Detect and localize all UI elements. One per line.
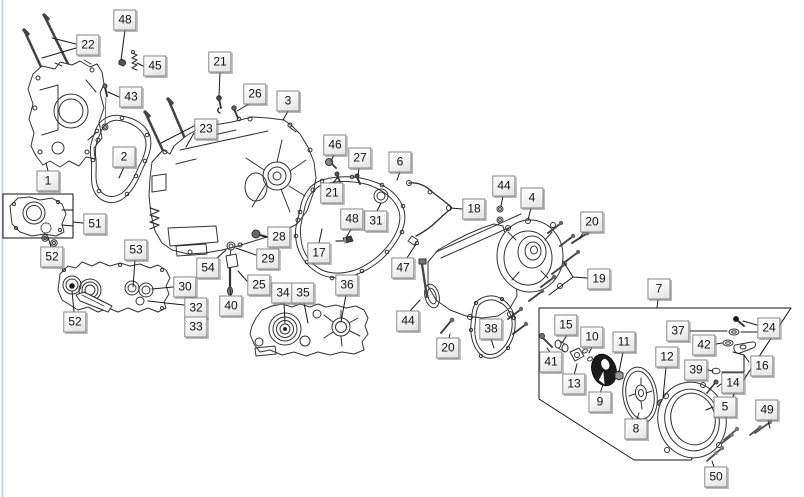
callout-7[interactable]: 7 (647, 278, 671, 300)
callout-45[interactable]: 45 (143, 55, 167, 77)
small-fasteners-art (101, 50, 361, 244)
callout-38[interactable]: 38 (479, 318, 503, 340)
callout-21[interactable]: 21 (208, 51, 232, 73)
callout-11[interactable]: 11 (612, 331, 636, 353)
callout-54[interactable]: 54 (196, 257, 220, 279)
callout-24[interactable]: 24 (757, 317, 781, 339)
callout-30[interactable]: 30 (173, 276, 197, 298)
callout-46[interactable]: 46 (323, 134, 347, 156)
leader-lines (41, 29, 771, 468)
callout-36[interactable]: 36 (335, 274, 359, 296)
callout-41[interactable]: 41 (539, 351, 563, 373)
callout-19[interactable]: 19 (587, 268, 611, 290)
callout-33[interactable]: 33 (184, 316, 208, 338)
callout-48[interactable]: 48 (113, 9, 137, 31)
callout-32[interactable]: 32 (184, 297, 208, 319)
callout-20[interactable]: 20 (436, 337, 460, 359)
right-crankcase-half-art (148, 116, 317, 257)
callout-14[interactable]: 14 (721, 372, 745, 394)
clutch-gasket-art (293, 174, 406, 281)
callout-5[interactable]: 5 (713, 396, 737, 418)
callout-15[interactable]: 15 (554, 314, 578, 336)
callout-1[interactable]: 1 (36, 170, 60, 192)
callout-48[interactable]: 48 (340, 208, 364, 230)
callout-44[interactable]: 44 (396, 310, 420, 332)
callout-42[interactable]: 42 (692, 334, 716, 356)
breather-pipe-art (406, 180, 452, 246)
cover-bolts-art (418, 205, 590, 335)
callout-50[interactable]: 50 (704, 466, 728, 488)
callout-25[interactable]: 25 (247, 274, 271, 296)
callout-53[interactable]: 53 (124, 239, 148, 261)
callout-49[interactable]: 49 (755, 399, 779, 421)
recoil-starter-parts-art (539, 316, 773, 462)
callout-37[interactable]: 37 (666, 320, 690, 342)
callout-31[interactable]: 31 (364, 210, 388, 232)
callout-13[interactable]: 13 (562, 373, 586, 395)
callout-29[interactable]: 29 (256, 248, 280, 270)
callout-51[interactable]: 51 (83, 213, 107, 235)
center-gasket-art (89, 114, 152, 204)
callout-40[interactable]: 40 (219, 295, 243, 317)
small-gasket-art (468, 295, 517, 359)
starter-group-outline (538, 307, 792, 461)
callout-17[interactable]: 17 (307, 242, 331, 264)
callout-12[interactable]: 12 (655, 346, 679, 368)
callout-47[interactable]: 47 (391, 257, 415, 279)
callout-35[interactable]: 35 (291, 282, 315, 304)
callout-26[interactable]: 26 (243, 83, 267, 105)
callout-44[interactable]: 44 (492, 175, 516, 197)
callout-28[interactable]: 28 (267, 226, 291, 248)
callout-27[interactable]: 27 (348, 147, 372, 169)
callout-52[interactable]: 52 (63, 311, 87, 333)
cvt-cover-art (424, 213, 564, 320)
callout-2[interactable]: 2 (112, 146, 136, 168)
callout-21[interactable]: 21 (320, 182, 344, 204)
callout-4[interactable]: 4 (520, 187, 544, 209)
callout-10[interactable]: 10 (580, 326, 604, 348)
callout-23[interactable]: 23 (194, 118, 218, 140)
dipstick-art (225, 241, 239, 296)
callout-34[interactable]: 34 (271, 282, 295, 304)
callout-43[interactable]: 43 (119, 86, 143, 108)
gearbox-half-art (57, 261, 171, 313)
callout-8[interactable]: 8 (624, 418, 648, 440)
callout-52[interactable]: 52 (40, 246, 64, 268)
callout-22[interactable]: 22 (76, 34, 100, 56)
callout-3[interactable]: 3 (276, 90, 300, 112)
callout-6[interactable]: 6 (388, 151, 412, 173)
callout-20[interactable]: 20 (580, 211, 604, 233)
callout-18[interactable]: 18 (462, 198, 486, 220)
callout-9[interactable]: 9 (588, 391, 612, 413)
callout-39[interactable]: 39 (684, 359, 708, 381)
left-crankcase-half-art (27, 59, 105, 168)
callout-16[interactable]: 16 (750, 355, 774, 377)
